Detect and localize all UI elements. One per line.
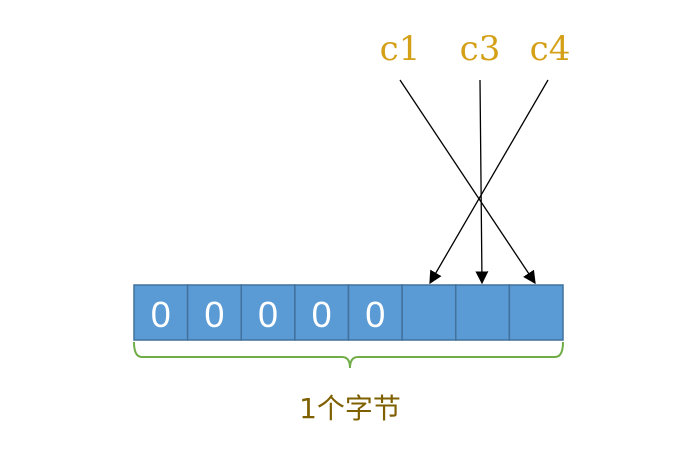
arrow-c3 <box>475 79 489 285</box>
bit-value: 0 <box>258 294 278 335</box>
brace <box>133 341 564 369</box>
bit-cell <box>347 284 403 341</box>
label-c1: c1 <box>380 29 421 69</box>
bit-cell <box>401 284 457 341</box>
bit-cell <box>186 284 242 341</box>
bit-value: 0 <box>204 294 224 335</box>
bit-cell <box>455 284 511 341</box>
bit-value: 0 <box>151 294 171 335</box>
bit-value: 0 <box>312 294 332 335</box>
bit-value: 0 <box>365 294 385 335</box>
label-c4: c4 <box>530 29 571 69</box>
bit-cell <box>240 284 296 341</box>
brace-label: 1个字节 <box>299 392 401 425</box>
bit-cell <box>133 284 189 341</box>
label-c3: c3 <box>460 29 501 69</box>
bit-cell <box>508 284 564 341</box>
arrow-c4 <box>429 79 549 285</box>
arrow-c1 <box>399 79 536 285</box>
